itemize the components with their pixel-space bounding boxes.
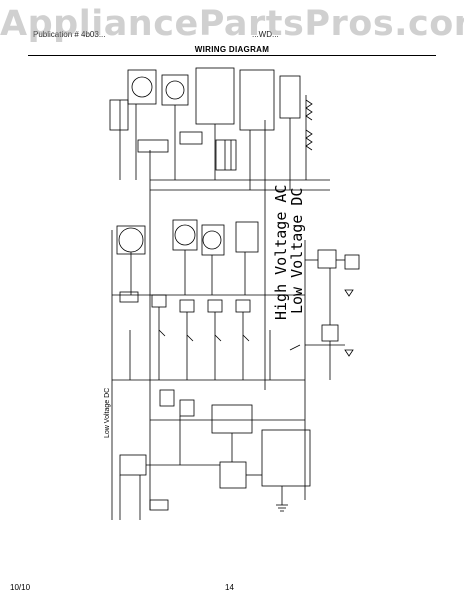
legend-low-voltage: Low Voltage DC [288,188,306,314]
footer-date: 10/10 [10,583,31,592]
low-voltage-section-label: Low Voltage DC [104,388,111,438]
fan-motor-icon [165,80,185,100]
watermark: AppliancePartsPros.com [0,4,464,44]
model-label: ...WD... [252,30,279,39]
page-title: WIRING DIAGRAM [194,45,270,54]
power-supply-board [261,429,311,487]
page-number: 14 [225,583,234,592]
motor-icon [131,76,153,98]
title-rule [28,55,436,56]
publication-label: Publication # 4b03... [33,30,106,39]
drive-motor-icon [118,227,144,253]
legend-high-voltage: High Voltage AC [272,185,290,320]
motor-block [127,69,157,105]
control-board [195,67,235,125]
